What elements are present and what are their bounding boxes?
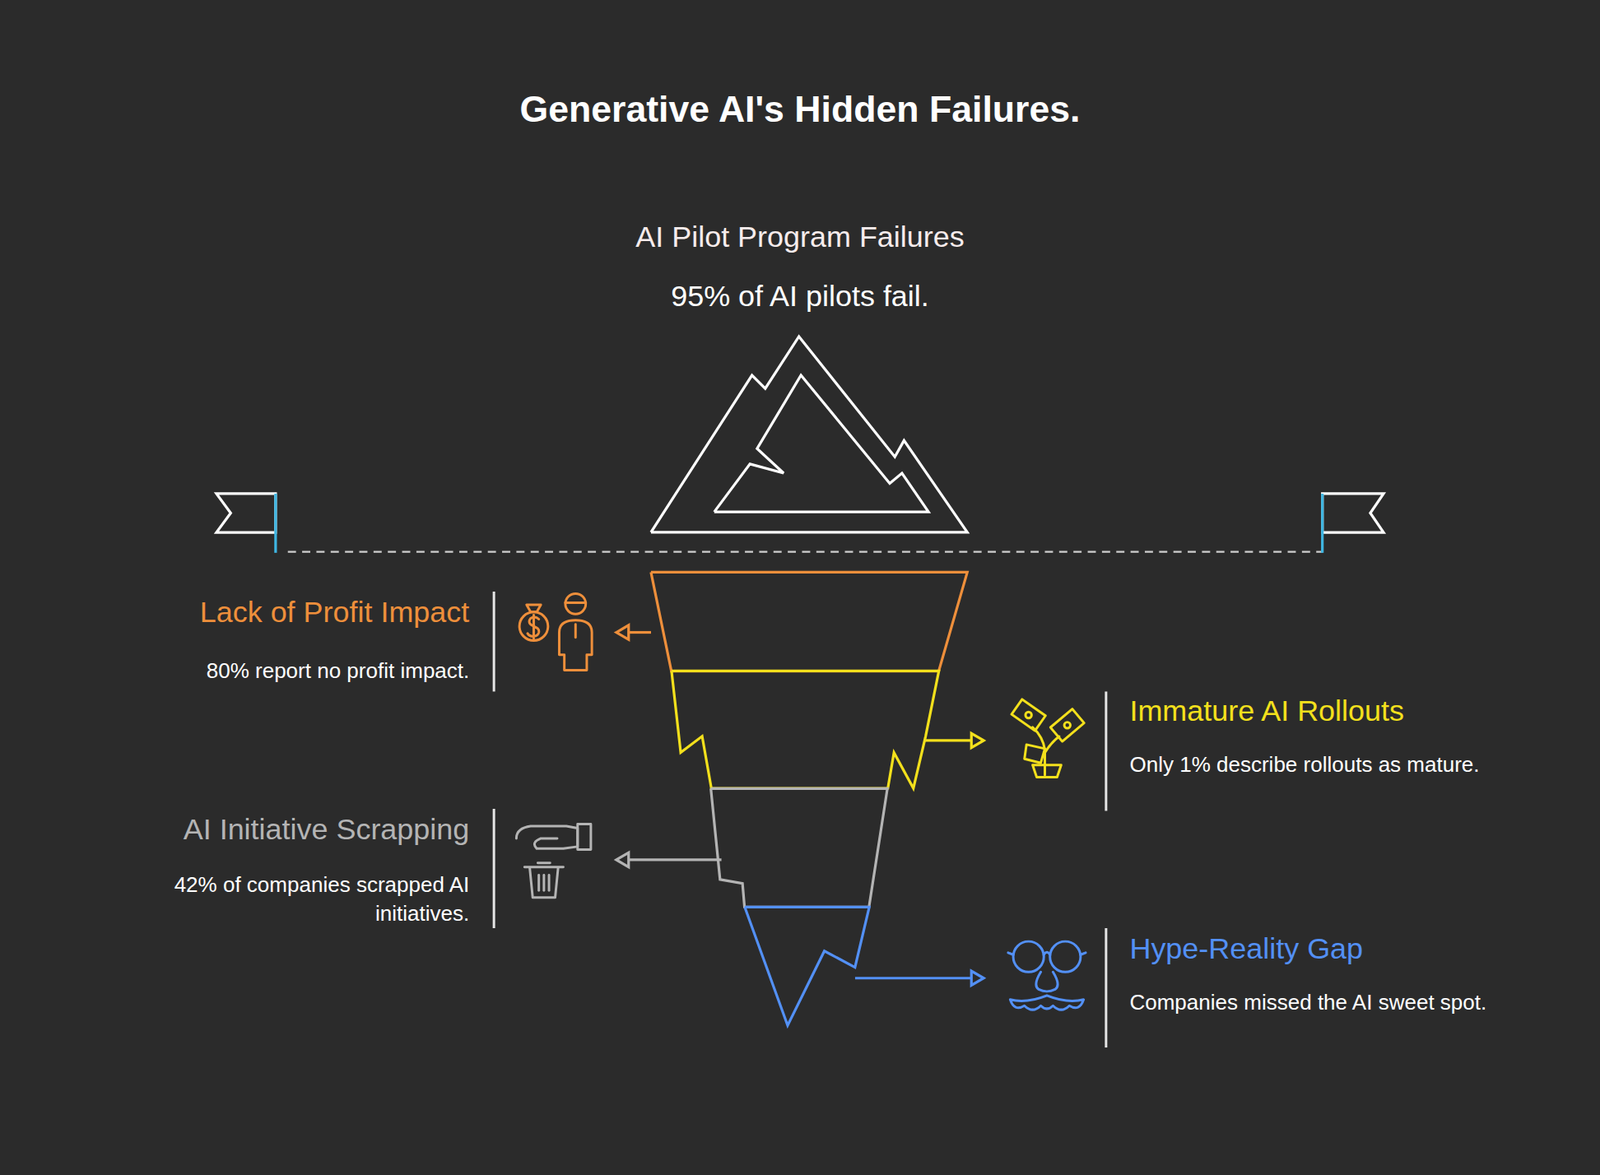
outline-stroke bbox=[651, 572, 968, 672]
band-body: 95% of AI pilots fail. bbox=[514, 275, 1086, 317]
right-flag bbox=[1322, 493, 1384, 554]
leader-arrow bbox=[616, 625, 652, 640]
iceberg-tip-outline bbox=[642, 328, 976, 541]
outline-stroke bbox=[714, 375, 929, 512]
band-heading: Hype-Reality Gap bbox=[1129, 928, 1559, 970]
profit-band: Lack of Profit Impact80% report no profi… bbox=[642, 566, 976, 679]
band-heading: AI Initiative Scrapping bbox=[81, 809, 470, 851]
scrap-band-outline bbox=[703, 782, 896, 914]
outline-stroke bbox=[744, 906, 870, 1026]
text-holder: 80% report no profit impact. bbox=[102, 656, 470, 687]
scrap-band: AI Initiative Scrapping42% of companies … bbox=[703, 782, 896, 914]
band-heading: Immature AI Rollouts bbox=[1129, 690, 1559, 732]
text-holder: Lack of Profit Impact bbox=[81, 591, 470, 633]
text-holder: AI Pilot Program Failures bbox=[514, 216, 1086, 258]
hype-band: Hype-Reality GapCompanies missed the AI … bbox=[736, 901, 878, 1034]
profit-icon bbox=[519, 593, 592, 670]
hype-icon bbox=[1008, 941, 1086, 1010]
scrap-icon bbox=[516, 824, 591, 898]
rollout-band-outline bbox=[663, 665, 948, 796]
left-flag bbox=[216, 493, 276, 554]
band-body: Only 1% describe rollouts as mature. bbox=[1129, 750, 1492, 781]
band-body: 42% of companies scrapped AI initiatives… bbox=[102, 870, 470, 931]
outline-stroke bbox=[671, 671, 940, 790]
rollout-icon bbox=[1011, 699, 1084, 778]
band-heading: Lack of Profit Impact bbox=[81, 591, 470, 633]
outline-stroke bbox=[651, 336, 968, 533]
text-holder: AI Initiative Scrapping bbox=[81, 809, 470, 851]
text-holder: Only 1% describe rollouts as mature. bbox=[1129, 750, 1492, 781]
iceberg-tip: AI Pilot Program Failures95% of AI pilot… bbox=[642, 328, 976, 541]
leader-arrow bbox=[924, 733, 984, 748]
text-holder: 95% of AI pilots fail. bbox=[514, 275, 1086, 317]
leader-arrow bbox=[855, 971, 984, 986]
text-holder: Immature AI Rollouts bbox=[1129, 690, 1559, 732]
profit-band-outline bbox=[642, 566, 976, 679]
outline-stroke bbox=[711, 788, 888, 907]
band-body: 80% report no profit impact. bbox=[102, 656, 470, 687]
text-holder: Companies missed the AI sweet spot. bbox=[1129, 988, 1492, 1019]
text-holder: 42% of companies scrapped AI initiatives… bbox=[102, 870, 470, 931]
separator-bars bbox=[493, 591, 1107, 1048]
text-holder: Hype-Reality Gap bbox=[1129, 928, 1559, 970]
band-heading: AI Pilot Program Failures bbox=[514, 216, 1086, 258]
leader-arrow bbox=[616, 852, 722, 867]
hype-band-outline bbox=[736, 901, 878, 1034]
diagram-title: Generative AI's Hidden Failures. bbox=[289, 85, 1311, 134]
water-line bbox=[288, 550, 1323, 553]
rollout-band: Immature AI RolloutsOnly 1% describe rol… bbox=[663, 665, 948, 796]
band-body: Companies missed the AI sweet spot. bbox=[1129, 988, 1492, 1019]
